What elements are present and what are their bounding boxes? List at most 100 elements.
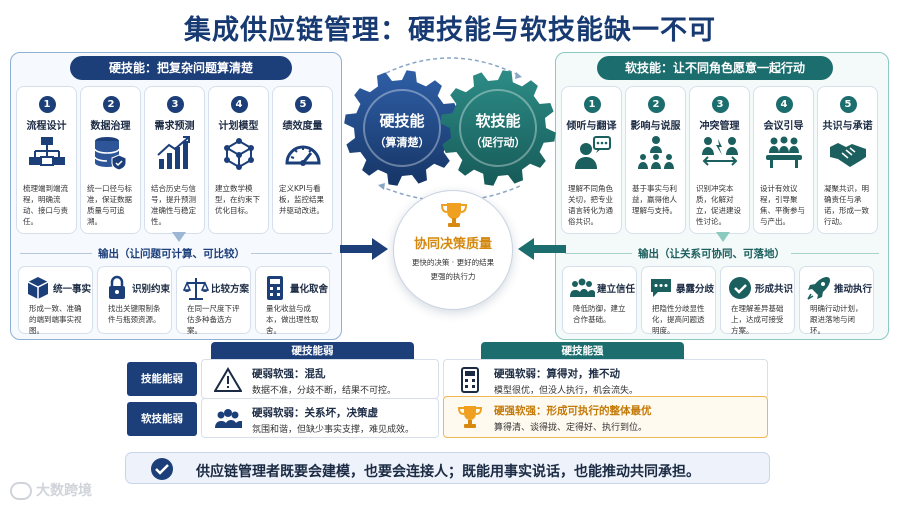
gauge-icon [284, 145, 321, 166]
skill-title: 共识与承诺 [822, 121, 873, 132]
page-title: 集成供应链管理：硬技能与软技能缺一不可 [184, 15, 716, 46]
warning-icon [214, 367, 242, 392]
step-number: 3 [711, 96, 729, 113]
output-title: 统一事实 [53, 284, 92, 295]
soft-skill-card: 3 冲突管理识别冲突本质，化解对立，促进建设性讨论。 [689, 86, 750, 234]
cell-desc: 氛围和谐，但缺少事实支撑，难见成效。 [252, 425, 415, 435]
step-number: 1 [583, 96, 601, 113]
cube-network-icon [223, 138, 254, 170]
soft-output-card: 推动执行明确行动计划，跟进落地与闭环。 [799, 266, 874, 335]
output-desc: 量化收益与成本，做出理性取舍。 [266, 304, 319, 335]
output-title: 建立信任 [597, 284, 636, 295]
left-flow-arrow [340, 238, 388, 260]
skill-title: 会议引导 [763, 121, 804, 132]
matrix-col-weak: 硬技能弱 [211, 342, 414, 360]
skill-title: 计划模型 [218, 121, 259, 132]
soft-output-title: 输出（让关系可协同、可落地） [632, 246, 791, 261]
handshake-icon [829, 143, 866, 167]
matrix-col-strong: 硬技能强 [481, 342, 684, 360]
cell-desc: 模型很优，但没人执行，机会流失。 [494, 386, 639, 396]
cell-desc: 数据不准，分歧不断，结果不可控。 [252, 386, 397, 396]
output-title: 识别约束 [132, 284, 171, 295]
soft-output-arrow [716, 232, 730, 242]
step-number: 4 [230, 96, 248, 113]
team-presenter-icon [637, 136, 674, 169]
skill-desc: 基于事实与利益，赢得他人理解与支持。 [632, 184, 677, 215]
decision-quality-circle: 协同决策质量 更快的决策 · 更好的结果 更强的执行力 [393, 190, 513, 310]
soft-output-card: 形成共识在理解差异基础上，达成可接受方案。 [720, 266, 795, 335]
watermark-text: 大数跨境 [36, 483, 92, 499]
skill-title: 倾听与翻译 [566, 121, 617, 132]
cell-title: 硬强软强：形成可执行的整体最优 [494, 405, 652, 417]
soft-skill-card: 2 影响与说服基于事实与利益，赢得他人理解与支持。 [625, 86, 686, 234]
trophy-icon [440, 203, 468, 227]
step-number: 1 [38, 96, 56, 113]
soft-gear-line1: 软技能 [475, 112, 521, 130]
matrix-row-soft: 软技能弱 [127, 402, 197, 436]
soft-skills-header: 软技能：让不同角色愿意一起行动 [597, 56, 833, 80]
hard-output-card: 量化取舍量化收益与成本，做出理性取舍。 [255, 266, 330, 335]
center-title: 协同决策质量 [413, 237, 492, 252]
matrix-cell-hard-weak-soft-strong: 硬弱软强：混乱 数据不准，分歧不断，结果不可控。 [201, 359, 439, 399]
cell-title: 硬弱软弱：关系坏，决策虚 [252, 407, 378, 419]
hard-output-card: 识别约束找出关键限制条件与瓶颈资源。 [97, 266, 172, 334]
hard-skill-gear [344, 70, 460, 186]
output-desc: 找出关键限制条件与瓶颈资源。 [108, 304, 161, 324]
output-desc: 明确行动计划，跟进落地与闭环。 [810, 304, 863, 335]
growth-chart-icon [156, 136, 190, 169]
output-desc: 把隐性分歧显性化，提高问题透明度。 [652, 304, 705, 335]
step-number: 2 [647, 96, 665, 113]
gears-illustration [344, 57, 556, 202]
output-title: 比较方案 [211, 284, 250, 295]
output-desc: 在同一尺度下评估多种备选方案。 [187, 304, 240, 335]
skill-desc: 设计有效议程，引导聚焦、平衡参与与产出。 [760, 184, 805, 226]
hard-gear-line2: （算清楚） [374, 136, 430, 149]
hard-output-card: 统一事实形成一致、准确的端到端事实视图。 [18, 266, 93, 335]
skill-desc: 定义KPI与看板，监控结果并驱动改进。 [279, 184, 324, 215]
step-number: 5 [839, 96, 857, 113]
people-group-icon [215, 409, 242, 428]
soft-skill-gear [440, 70, 556, 186]
hard-output-title: 输出（让问题可计算、可比较） [92, 246, 251, 261]
check-circle-icon [729, 277, 751, 299]
hard-output-card: 比较方案在同一尺度下评估多种备选方案。 [176, 266, 251, 335]
cell-title: 硬弱软强：混乱 [252, 368, 326, 380]
skill-desc: 识别冲突本质，化解对立，促进建设性讨论。 [696, 184, 741, 226]
people-group-icon [570, 278, 596, 297]
skill-title: 冲突管理 [699, 121, 740, 132]
skill-title: 数据治理 [90, 121, 131, 132]
conflict-icon [701, 137, 738, 166]
chat-dots-icon [651, 279, 671, 297]
output-title: 量化取舍 [290, 284, 329, 295]
hard-gear-line1: 硬技能 [379, 112, 425, 130]
matrix-row-hard: 技能能弱 [127, 362, 197, 396]
skill-title: 需求预测 [154, 121, 195, 132]
soft-gear-label: 软技能 （促行动） [456, 110, 540, 150]
step-number: 4 [775, 96, 793, 113]
footer-text: 供应链管理者既要会建模，也要会连接人；既能用事实说话，也能推动共同承担。 [196, 464, 700, 480]
center-line2: 更强的执行力 [430, 272, 476, 281]
hard-skills-header: 硬技能：把复杂问题算清楚 [70, 56, 292, 80]
summary-footer: 供应链管理者既要会建模，也要会连接人；既能用事实说话，也能推动共同承担。 [125, 452, 770, 484]
center-line1: 更快的决策 · 更好的结果 [411, 258, 495, 267]
skill-desc: 统一口径与标准，保证数据质量与可追溯。 [87, 184, 132, 226]
soft-output-card: 暴露分歧把隐性分歧显性化，提高问题透明度。 [641, 266, 716, 335]
skill-desc: 梳理端到端流程，明确流动、接口与责任。 [23, 184, 68, 226]
flowchart-icon [28, 137, 65, 166]
hard-gear-label: 硬技能 （算清楚） [360, 110, 444, 150]
output-title: 推动执行 [834, 284, 873, 295]
matrix-cell-hard-weak-soft-weak: 硬弱软弱：关系坏，决策虚 氛围和谐，但缺少事实支撑，难见成效。 [201, 398, 439, 438]
output-desc: 降低防御，建立合作基础。 [573, 304, 626, 324]
skill-title: 绩效度量 [282, 121, 323, 132]
check-circle-icon [151, 458, 173, 480]
matrix-cell-hard-strong-soft-weak: 硬强软弱：算得对，推不动 模型很优，但没人执行，机会流失。 [443, 359, 768, 399]
skill-title: 影响与说服 [630, 121, 681, 132]
soft-gear-line2: （促行动） [470, 136, 526, 149]
cell-desc: 算得清、谈得拢、定得好、执行到位。 [494, 423, 648, 433]
meeting-table-icon [765, 136, 802, 168]
cube-icon [27, 277, 49, 299]
